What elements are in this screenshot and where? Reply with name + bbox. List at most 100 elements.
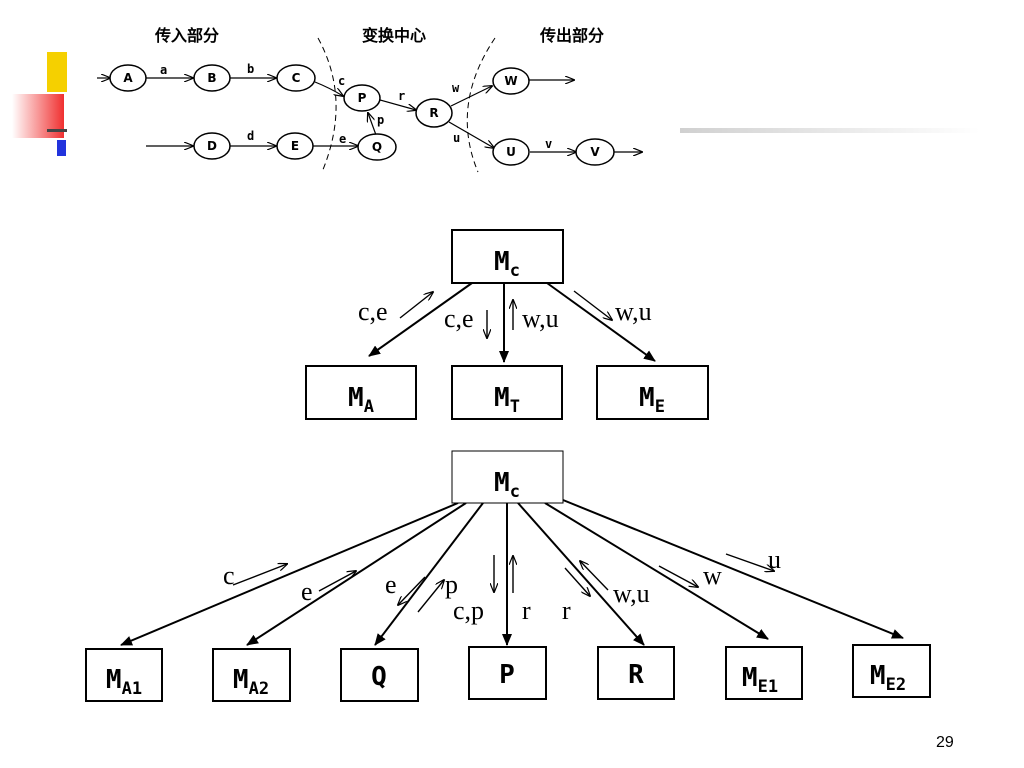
- tree2-label-p: p: [445, 570, 458, 599]
- template-accent-yellow: [47, 52, 67, 92]
- dfd-node-W: W: [492, 67, 530, 95]
- dfd-node-E: E: [276, 132, 314, 160]
- edge-label-u: u: [453, 131, 460, 145]
- tree2-flow-arrow-r-down: [564, 567, 590, 596]
- edge-label-w: w: [452, 81, 460, 95]
- edge-w: [450, 86, 492, 107]
- tree2-label-w: w: [703, 561, 722, 590]
- edge-label-v: v: [545, 137, 552, 151]
- module-tree-level1: c,e c,e w,u w,u Mc MA MT ME: [305, 229, 709, 420]
- svg-text:V: V: [590, 145, 600, 159]
- dfd-node-A: A: [109, 64, 147, 92]
- tree2-flow-arrow-e-down: [398, 576, 426, 605]
- edge-u: [448, 121, 494, 148]
- dfd-node-U: U: [492, 138, 530, 166]
- tree2-flow-arrow-w: [658, 565, 698, 587]
- tree2-edge-MA2: [246, 502, 467, 646]
- tree2-label-r-mid: r: [522, 596, 531, 625]
- tree1-child-MT: MT: [451, 365, 563, 420]
- tree1-child-MA: MA: [305, 365, 417, 420]
- tree2-label-u: u: [768, 545, 781, 574]
- svg-text:D: D: [207, 139, 217, 153]
- tree2-flow-arrow-e: [318, 571, 356, 592]
- svg-text:ME2: ME2: [870, 661, 906, 695]
- tree2-edge-ME2: [562, 499, 904, 639]
- tree1-root-Mc: Mc: [451, 229, 564, 284]
- tree2-flow-arrow-p-up: [417, 580, 444, 613]
- tree1-label-ce-down: c,e: [444, 304, 474, 333]
- svg-text:P: P: [358, 91, 367, 105]
- header-transform-center: 变换中心: [362, 26, 426, 45]
- boundary-left: [317, 37, 337, 173]
- svg-text:Mc: Mc: [494, 468, 520, 502]
- edge-label-c: c: [338, 74, 345, 88]
- dfd-node-C: C: [276, 64, 316, 92]
- dfd-node-V: V: [575, 138, 615, 166]
- svg-text:Mc: Mc: [494, 247, 520, 281]
- dfd-node-P: P: [343, 84, 381, 112]
- dfd-node-D: D: [193, 132, 231, 160]
- header-efferent: 传出部分: [539, 26, 604, 45]
- tree2-label-wu: w,u: [613, 579, 650, 608]
- tree2-edge-R: [517, 502, 645, 646]
- edge-label-a: a: [160, 63, 167, 77]
- svg-text:ME: ME: [639, 383, 665, 417]
- svg-text:Q: Q: [371, 662, 387, 692]
- tree2-edge-Q: [374, 502, 484, 646]
- tree1-flow-arrow-down-right: [573, 290, 612, 320]
- tree2-child-R: R: [597, 646, 675, 700]
- page-number: 29: [936, 734, 954, 751]
- tree2-child-ME2: ME2: [852, 644, 931, 698]
- tree2-label-cp: c,p: [453, 596, 484, 625]
- tree2-child-ME1: ME1: [725, 646, 803, 700]
- tree1-label-wu-up: w,u: [522, 304, 559, 333]
- header-afferent: 传入部分: [154, 26, 219, 45]
- svg-text:R: R: [429, 106, 438, 120]
- edge-p: [368, 113, 377, 136]
- svg-text:U: U: [506, 145, 516, 159]
- module-tree-level2: c e e p c,p r r w,u w u Mc MA1 MA2 Q P: [85, 450, 931, 702]
- edge-label-b: b: [247, 62, 254, 76]
- template-divider-dark: [47, 129, 67, 132]
- tree1-child-ME: ME: [596, 365, 709, 420]
- tree1-label-wu-right: w,u: [615, 297, 652, 326]
- edge-label-r: r: [398, 89, 405, 103]
- template-divider-line: [680, 128, 980, 133]
- tree2-label-r: r: [562, 596, 571, 625]
- tree2-child-MA2: MA2: [212, 648, 291, 702]
- svg-text:ME1: ME1: [742, 663, 778, 697]
- tree2-root-Mc: Mc: [451, 450, 564, 504]
- edge-c: [314, 81, 343, 96]
- dfd-node-B: B: [193, 64, 231, 92]
- edge-label-d: d: [247, 129, 254, 143]
- tree2-label-e: e: [385, 570, 397, 599]
- svg-text:C: C: [292, 71, 301, 85]
- svg-text:MA2: MA2: [233, 665, 269, 699]
- tree2-edge-ME1: [544, 502, 769, 640]
- tree1-flow-arrow-up-left: [399, 292, 433, 319]
- tree2-label-c: c: [223, 561, 235, 590]
- svg-text:R: R: [628, 660, 644, 690]
- tree2-edge-MA1: [120, 502, 459, 646]
- tree1-edge-MA: [368, 282, 473, 357]
- tree2-child-Q: Q: [340, 648, 419, 702]
- dfd-node-Q: Q: [357, 133, 397, 161]
- tree2-child-P: P: [468, 646, 547, 700]
- svg-text:MT: MT: [494, 383, 520, 417]
- data-flow-diagram: 传入部分 变换中心 传出部分 a b c r w d e p u v A B C: [97, 26, 642, 173]
- template-accent-blue: [57, 140, 66, 156]
- edge-label-p: p: [377, 113, 384, 127]
- svg-text:MA: MA: [348, 383, 374, 417]
- tree2-child-MA1: MA1: [85, 648, 163, 702]
- tree2-flow-arrow-u: [725, 553, 774, 571]
- svg-text:B: B: [207, 71, 216, 85]
- tree2-flow-arrow-wu-up: [580, 561, 609, 591]
- svg-text:W: W: [504, 74, 517, 88]
- tree1-edge-ME: [546, 282, 656, 362]
- svg-text:P: P: [499, 660, 515, 690]
- dfd-node-R: R: [415, 98, 453, 128]
- tree2-label-e-left: e: [301, 577, 313, 606]
- tree2-flow-arrow-c: [232, 564, 287, 586]
- svg-text:Q: Q: [372, 140, 382, 154]
